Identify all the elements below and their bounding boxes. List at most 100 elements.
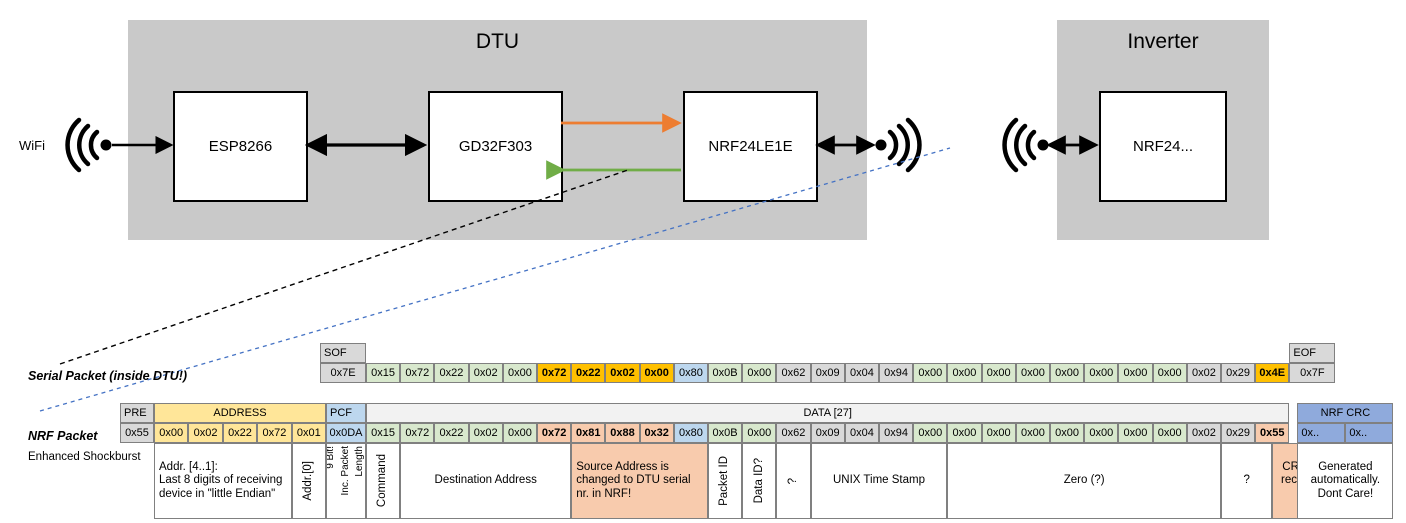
addr0-desc-text: Addr.[0] [302,461,315,501]
unknown1-desc-text: ? [786,477,799,485]
nrf-packet-row-label: NRF Packet [28,429,98,443]
serial-byte-cell: 0x00 [1084,363,1119,383]
dest-desc: Destination Address [400,443,572,519]
nrf-byte-cell: 0x0B [708,423,743,443]
nrf-byte-cell: 0x22 [434,423,469,443]
serial-byte-cell: 0x0B [708,363,743,383]
chip-nrf24le1e: NRF24LE1E [683,91,818,202]
dataid-desc-text: Data ID? [752,458,765,504]
address-desc: Addr. [4..1]: Last 8 digits of receiving… [154,443,292,519]
inverter-enclosure: Inverter [1057,20,1269,240]
nrf-byte-cell: 0x0DA [326,423,366,443]
nrf-byte-cell: 0x02 [188,423,223,443]
nrf-byte-cell: 0x32 [639,423,674,443]
chip-esp8266-label: ESP8266 [208,138,273,155]
nrf-byte-cell: 0x15 [366,423,401,443]
serial-byte-cell: 0x00 [742,363,777,383]
zero-desc: Zero (?) [947,443,1221,519]
nrf-packet-row-sublabel: Enhanced Shockburst [28,451,141,463]
nrf-header-address: ADDRESS [154,403,326,423]
nrf-byte-cell: 0x55 [120,423,154,443]
serial-byte-cell: 0x00 [1050,363,1085,383]
serial-packet-row-label: Serial Packet (inside DTU!) [28,369,188,383]
unix-desc: UNIX Time Stamp [810,443,948,519]
serial-eof-header: EOF [1289,343,1336,363]
nrf-header-pcf: PCF [326,403,366,423]
nrf-byte-cell: 0x62 [776,423,811,443]
chip-nrf24: NRF24... [1099,91,1227,202]
unknown1-desc: ? [776,443,811,519]
serial-byte-cell: 0x22 [434,363,469,383]
serial-byte-cell: 0x00 [947,363,982,383]
nrf-byte-cell: 0x00 [154,423,189,443]
chip-esp8266: ESP8266 [173,91,308,202]
nrf-byte-cell: 0x09 [810,423,845,443]
source-desc: Source Address is changed to DTU serial … [571,443,708,519]
chip-gd32f303-label: GD32F303 [458,138,533,155]
nrf-byte-cell: 0x.. [1345,423,1394,443]
unknown2-desc: ? [1221,443,1273,519]
serial-byte-cell: 0x29 [1221,363,1256,383]
nrf-byte-cell: 0x00 [1118,423,1153,443]
nrf-byte-cell: 0x00 [1050,423,1085,443]
nrf-byte-cell: 0x88 [605,423,640,443]
inverter-title: Inverter [1127,30,1199,53]
nrf-byte-cell: 0x00 [502,423,537,443]
serial-byte-cell: 0x00 [502,363,537,383]
nrf-byte-cell: 0x55 [1255,423,1290,443]
nrf-byte-cell: 0x00 [913,423,948,443]
nrf-byte-cell: 0x80 [673,423,708,443]
serial-byte-cell: 0x02 [468,363,503,383]
nrf-byte-cell: 0x72 [400,423,435,443]
block-diagram: DTU ESP8266 GD32F303 NRF24LE1E Inverter … [19,20,1269,240]
packetid-desc: Packet ID [708,443,743,519]
address-desc-text: Addr. [4..1]: Last 8 digits of receiving… [159,460,283,500]
chip-nrf24-label: NRF24... [1132,138,1193,155]
nrf-byte-cell: 0x94 [879,423,914,443]
serial-byte-cell: 0x22 [571,363,606,383]
zero-desc-text: Zero (?) [1063,474,1105,487]
serial-byte-cell: 0x72 [537,363,572,383]
nrf-byte-cell: 0x04 [844,423,879,443]
serial-byte-cell: 0x80 [673,363,708,383]
nrf-byte-cell: 0x81 [571,423,606,443]
nrf-byte-cell: 0x72 [537,423,572,443]
dataid-desc: Data ID? [742,443,777,519]
nrf-header-data: DATA [27] [366,403,1290,423]
serial-byte-cell: 0x94 [879,363,914,383]
nrf-byte-cell: 0x00 [742,423,777,443]
dest-desc-text: Destination Address [434,474,537,487]
serial-byte-cell: 0x72 [400,363,435,383]
unix-desc-text: UNIX Time Stamp [832,474,925,487]
nrf-byte-cell: 0x00 [1084,423,1119,443]
nrfcrc-desc: Generated automatically. Dont Care! [1297,443,1394,519]
serial-byte-cell: 0x15 [366,363,401,383]
nrf-byte-cell: 0x00 [981,423,1016,443]
nrf-byte-cell: 0x.. [1297,423,1346,443]
command-desc-text: Command [376,454,389,508]
nrf-byte-cell: 0x29 [1221,423,1256,443]
serial-byte-cell: 0x02 [1186,363,1221,383]
dtu-title: DTU [475,30,520,53]
serial-byte-cell: 0x00 [913,363,948,383]
nrf-byte-cell: 0x00 [947,423,982,443]
serial-byte-cell: 0x00 [1118,363,1153,383]
serial-byte-cell: 0x7F [1289,363,1336,383]
nrf-byte-cell: 0x02 [468,423,503,443]
nrf-byte-cell: 0x72 [257,423,292,443]
serial-byte-cell: 0x7E [320,363,366,383]
nrf-byte-cell: 0x02 [1186,423,1221,443]
nrf-byte-cell: 0x01 [291,423,326,443]
nrfcrc-desc-text: Generated automatically. Dont Care! [1310,460,1381,500]
serial-byte-cell: 0x4E [1255,363,1290,383]
unknown2-desc-text: ? [1243,474,1250,487]
nrf-header-nrfcrc: NRF CRC [1297,403,1394,423]
serial-byte-cell: 0x00 [1015,363,1050,383]
serial-byte-cell: 0x00 [1152,363,1187,383]
chip-nrf24le1e-label: NRF24LE1E [708,138,793,155]
command-desc: Command [366,443,401,519]
nrf-byte-cell: 0x22 [222,423,258,443]
packet-tables: Serial Packet (inside DTU!) NRF Packet E… [0,330,1406,523]
